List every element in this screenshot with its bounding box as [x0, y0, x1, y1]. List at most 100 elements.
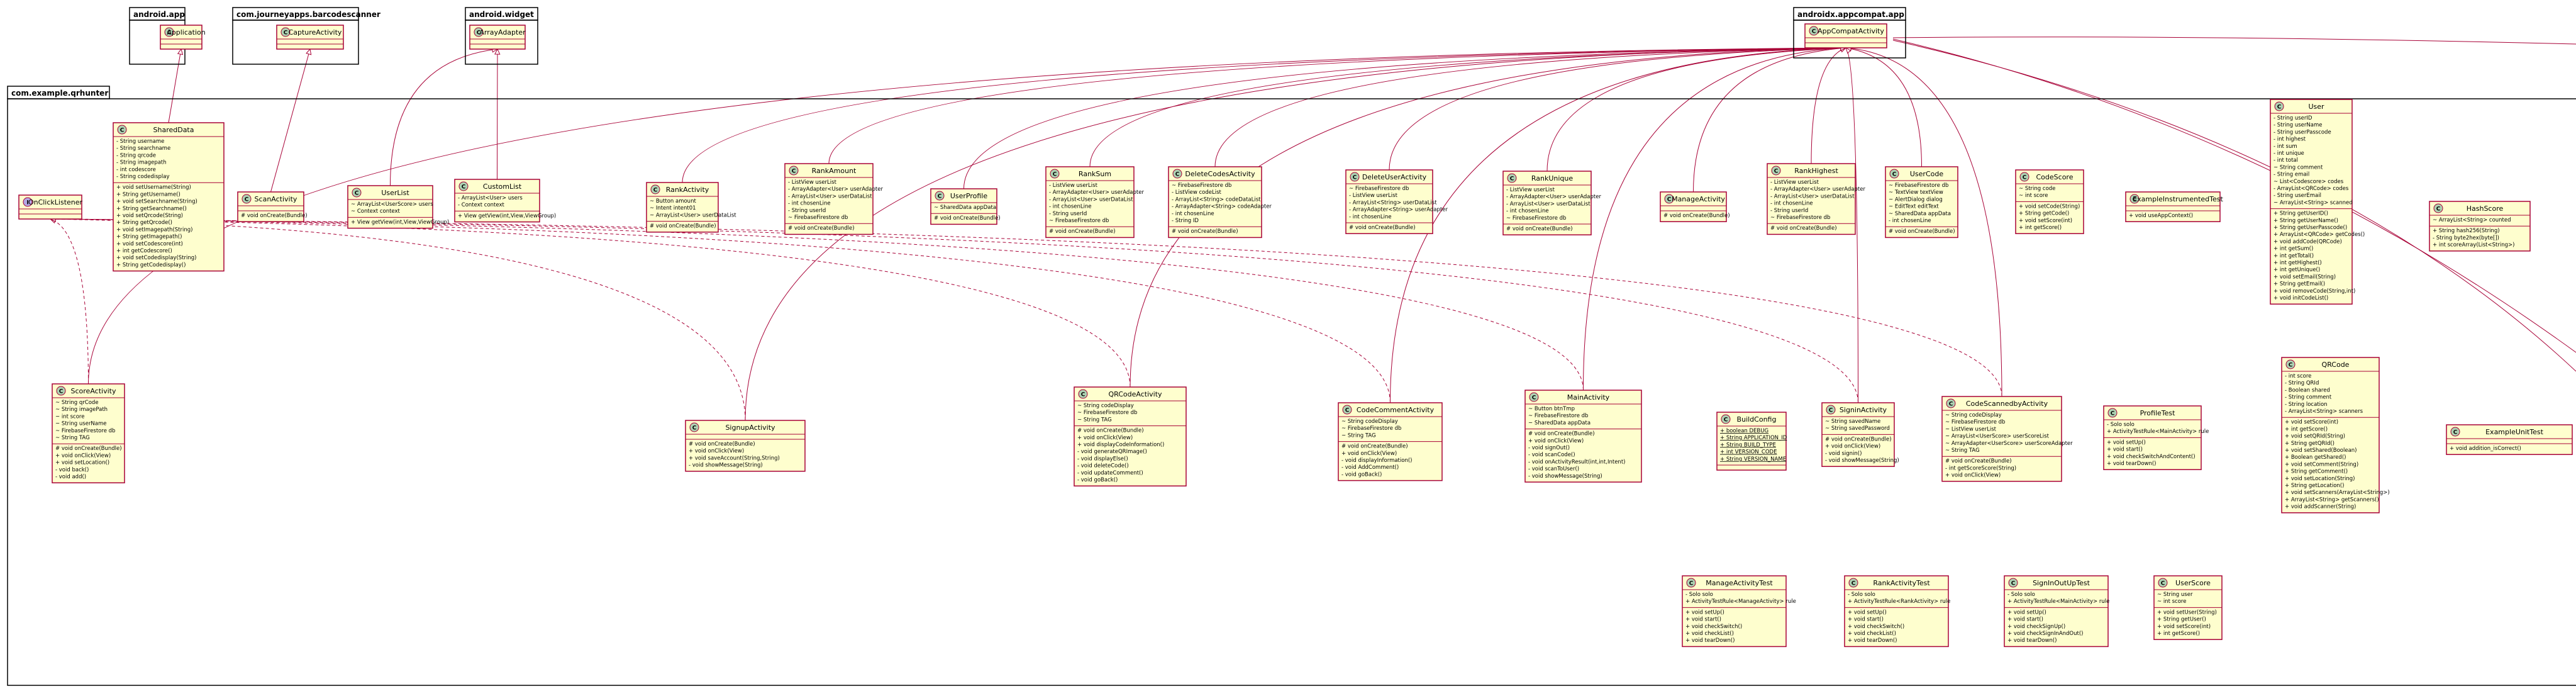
class-name: OnClickListener [28, 198, 83, 206]
class-letter-icon: C [2133, 197, 2137, 203]
class-method: + void onClick(View) [1825, 444, 1880, 450]
class-method: - void add() [55, 474, 86, 480]
class-field: - Context context [458, 202, 504, 208]
class-method: + String getUserName() [2273, 218, 2338, 224]
class-letter-icon: C [1353, 175, 1357, 181]
class-letter-icon: C [1949, 402, 1953, 408]
class-method: - void showMessage(String) [689, 463, 763, 469]
class-field: - String searchname [116, 145, 170, 152]
class-method: # void onCreate(Bundle) [1663, 213, 1730, 219]
class-field: - String userId [1770, 208, 1808, 214]
class-field: - ArrayAdapter<User> userAdapter [1770, 186, 1865, 193]
class-icon [242, 194, 252, 204]
class-DeleteUserActivity[interactable]: C DeleteUserActivity ~ FirebaseFirestore d… [1345, 169, 1448, 234]
generalization-line [270, 48, 311, 193]
class-field: - Solo solo [1685, 592, 1713, 598]
generalization-line [1390, 47, 1846, 403]
class-method: # void onCreate(Bundle) [1889, 228, 1955, 235]
class-letter-icon: I [26, 200, 28, 206]
class-letter-icon: C [2289, 362, 2293, 369]
class-method: - void generateQRImage() [1077, 449, 1147, 455]
class-icon [1050, 169, 1060, 179]
class-field: - int chosenLine [1506, 208, 1549, 215]
class-letter-icon: C [284, 30, 288, 37]
class-method: - void AddComment() [1341, 464, 1399, 471]
class-name: HashScore [2467, 205, 2504, 213]
class-field: ~ Intent intent01 [650, 205, 696, 211]
class-field: - String username [116, 138, 164, 145]
class-method: + String getCodedisplay() [116, 262, 186, 268]
class-icon [2107, 408, 2118, 418]
class-method: + void checkSwitchAndContent() [2107, 454, 2196, 460]
class-field: - ListView userList [1506, 187, 1555, 193]
class-letter-icon: C [1532, 395, 1536, 402]
class-method: + String getUser() [2157, 617, 2206, 623]
class-method: + void removeCode(String,int) [2273, 288, 2355, 295]
class-method: - void signOut() [1528, 445, 1570, 451]
realization-line [50, 218, 1391, 403]
class-method: + void tearDown() [2107, 461, 2157, 467]
class-method: + String getCode() [2019, 211, 2069, 217]
class-icon [2019, 172, 2029, 182]
class-field: ~ int score [2019, 193, 2048, 199]
class-field: ~ ArrayList<String> counted [2433, 217, 2511, 223]
class-field: ~ Button amount [650, 198, 696, 205]
class-field: ~ FirebaseFirestore db [1349, 186, 1409, 192]
class-field: - String userID [2273, 115, 2312, 121]
class-letter-icon: C [1774, 169, 1779, 175]
class-method: + void checkSwitch() [1685, 624, 1742, 630]
class-method: + String getLocation() [2285, 483, 2344, 489]
class-icon [1342, 405, 1352, 415]
generalization-line [963, 47, 1846, 189]
class-method: + View getView(int,View,ViewGroup) [351, 219, 449, 225]
package-title: android.app [133, 10, 185, 19]
class-letter-icon: C [1667, 197, 1672, 203]
class-field: - ArrayAdapter<String> userAdapter [1349, 207, 1448, 213]
class-field: - int unique [2273, 150, 2304, 157]
class-method: # void onCreate(Bundle) [1172, 228, 1238, 235]
class-name: ArrayAdapter [479, 28, 526, 37]
class-icon [352, 188, 362, 198]
class-name: DeleteUserActivity [1362, 173, 1427, 181]
class-method: - void displayInformation() [1341, 458, 1412, 464]
class-method: # void onCreate(Bundle) [650, 223, 716, 230]
generalization-line [1130, 47, 1846, 388]
